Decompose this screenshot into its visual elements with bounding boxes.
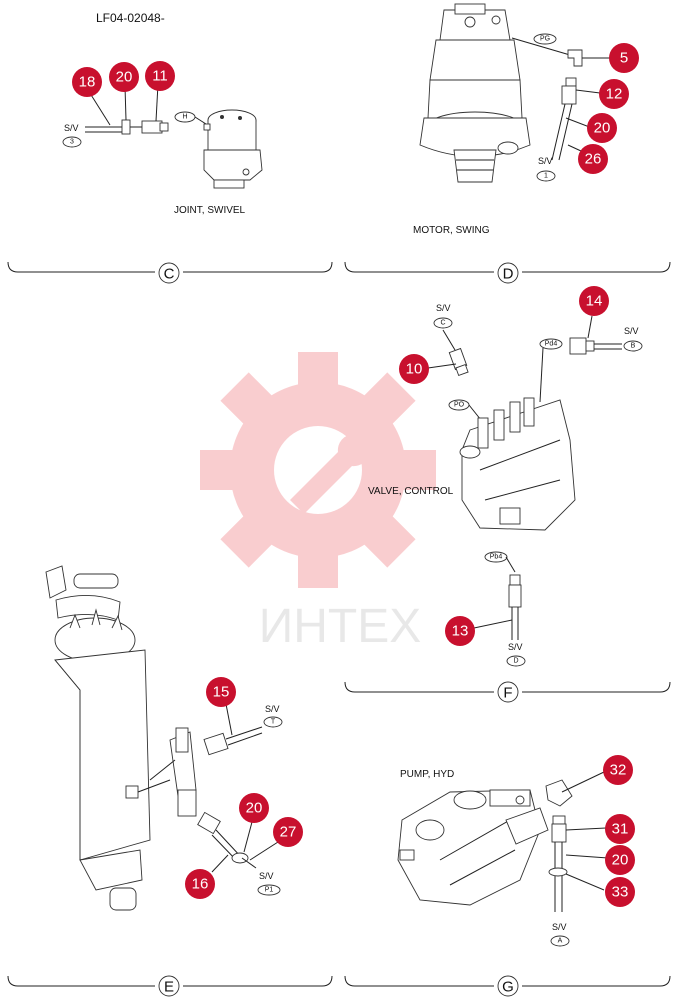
section-marker-d: D (503, 266, 514, 283)
swivel-joint-drawing (203, 109, 263, 189)
callout-10: 10 (399, 354, 429, 384)
section-marker-c: C (164, 266, 175, 283)
callout-32: 32 (603, 755, 633, 785)
component-label-pump-hyd: PUMP, HYD (400, 769, 454, 780)
sv-tag-1: 1 (544, 173, 548, 180)
callout-16: 16 (185, 869, 215, 899)
svg-text:11: 11 (152, 68, 168, 85)
callout-20: 20 (239, 793, 269, 823)
section-marker-f: F (503, 685, 512, 702)
callout-18: 18 (72, 67, 102, 97)
watermark-gear-icon (200, 352, 436, 588)
svg-text:10: 10 (406, 361, 423, 378)
sv-label-b: S/V (624, 326, 639, 336)
port-tag-pg: PG (540, 36, 550, 43)
svg-text:27: 27 (280, 824, 297, 841)
callout-12: 12 (599, 79, 629, 109)
callout-31: 31 (605, 814, 635, 844)
callout-13: 13 (445, 616, 475, 646)
component-label-valve-control: VALVE, CONTROL (368, 486, 454, 497)
sv-label-t: S/V (265, 704, 280, 714)
hydraulic-pump-drawing (397, 789, 549, 906)
section-d: PG S/V 1 5 12 20 26 MOTOR, SWING D (344, 3, 671, 284)
sv-tag-a: A (558, 938, 563, 945)
sv-label: S/V (64, 123, 79, 133)
document-code: LF04-02048- (96, 11, 165, 25)
svg-text:5: 5 (620, 50, 628, 67)
section-g: PUMP, HYD 32 31 20 33 S/V A (344, 755, 671, 997)
svg-text:33: 33 (612, 884, 629, 901)
section-marker-g: G (502, 979, 514, 996)
svg-text:16: 16 (192, 876, 209, 893)
callout-11: 11 (145, 61, 175, 91)
callout-20: 20 (587, 113, 617, 143)
svg-text:13: 13 (452, 623, 469, 640)
sv-label-a: S/V (552, 922, 567, 932)
callout-26: 26 (578, 144, 608, 174)
callout-27: 27 (273, 817, 303, 847)
watermark-text: ИНТЕХ (259, 600, 422, 653)
component-label-joint-swivel: JOINT, SWIVEL (174, 205, 246, 216)
svg-text:18: 18 (79, 74, 96, 91)
svg-text:14: 14 (586, 293, 603, 310)
section-marker-e: E (164, 979, 174, 996)
port-tag-po: PO (454, 402, 465, 409)
control-valve-drawing (459, 397, 576, 531)
sv-tag-t: T (271, 719, 276, 726)
section-e: 15 S/V T 20 27 16 S/V P1 E (7, 565, 333, 997)
sv-label-d: S/V (508, 642, 523, 652)
svg-text:15: 15 (213, 684, 230, 701)
svg-text:32: 32 (610, 762, 627, 779)
swing-motor-drawing (419, 3, 531, 183)
sv-tag-3: 3 (70, 139, 74, 146)
callout-20: 20 (109, 62, 139, 92)
component-label-motor-swing: MOTOR, SWING (413, 225, 490, 236)
sv-label: S/V (538, 156, 553, 166)
callout-5: 5 (609, 43, 639, 73)
section-c: H S/V 3 18 20 11 JOINT, SWIVEL C (7, 61, 333, 284)
svg-text:20: 20 (246, 800, 263, 817)
tank-drawing (45, 565, 197, 911)
svg-text:20: 20 (116, 69, 133, 86)
svg-text:12: 12 (606, 86, 623, 103)
port-tag-h: H (182, 114, 187, 121)
section-f: S/V C 10 PO Pd4 14 S/V B (344, 286, 671, 703)
sv-tag-p1: P1 (265, 887, 274, 894)
svg-text:31: 31 (612, 821, 629, 838)
callout-14: 14 (579, 286, 609, 316)
svg-text:26: 26 (585, 151, 602, 168)
callout-20: 20 (605, 845, 635, 875)
callout-15: 15 (206, 677, 236, 707)
callout-33: 33 (605, 877, 635, 907)
sv-tag-c: C (440, 320, 445, 327)
sv-tag-d: D (513, 658, 518, 665)
sv-label-p1: S/V (259, 871, 274, 881)
port-tag-pb4: Pb4 (490, 554, 503, 561)
port-tag-pd4: Pd4 (545, 341, 558, 348)
svg-text:20: 20 (612, 852, 629, 869)
sv-tag-b: B (631, 343, 636, 350)
svg-text:20: 20 (594, 120, 611, 137)
watermark: ИНТЕХ (200, 352, 436, 653)
sv-label-c: S/V (436, 303, 451, 313)
